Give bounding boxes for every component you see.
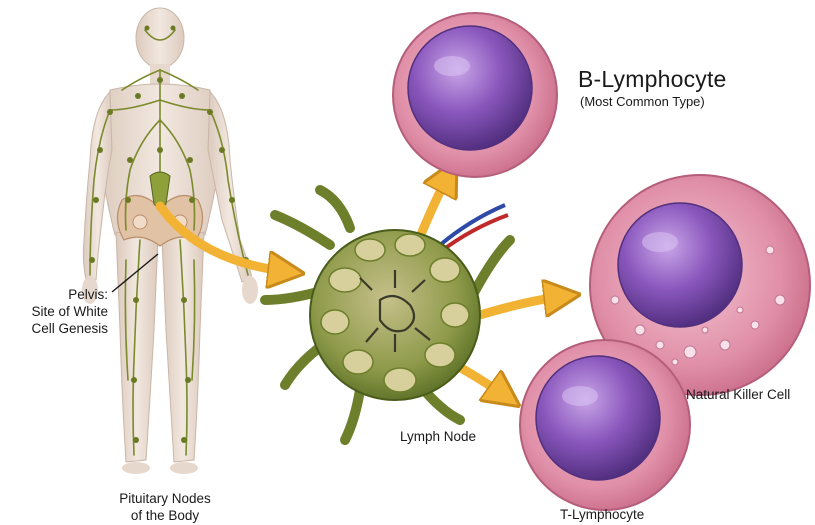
lymph-node-illustration [265, 190, 510, 440]
human-body-figure [82, 8, 258, 474]
pituitary-label-line1: Pituitary Nodes [100, 490, 230, 507]
b-lymphocyte-subtitle: (Most Common Type) [580, 94, 705, 109]
arrow-node-to-nk-cell [480, 296, 566, 315]
lymph-node-label: Lymph Node [400, 428, 476, 445]
pituitary-label-line2: of the Body [100, 507, 230, 524]
natural-killer-cell-label: Natural Killer Cell [686, 386, 790, 403]
pelvis-label: Pelvis: Site of White Cell Genesis [0, 286, 108, 337]
b-lymphocyte-cell [393, 13, 557, 177]
pelvis-label-line1: Pelvis: [0, 286, 108, 303]
t-lymphocyte-cell [520, 340, 690, 510]
pelvis-label-line2: Site of White [0, 303, 108, 320]
t-lymphocyte-label: T-Lymphocyte [560, 506, 644, 523]
b-lymphocyte-title: B-Lymphocyte [578, 66, 727, 93]
pituitary-nodes-label: Pituitary Nodes of the Body [100, 490, 230, 524]
pelvis-label-line3: Cell Genesis [0, 320, 108, 337]
